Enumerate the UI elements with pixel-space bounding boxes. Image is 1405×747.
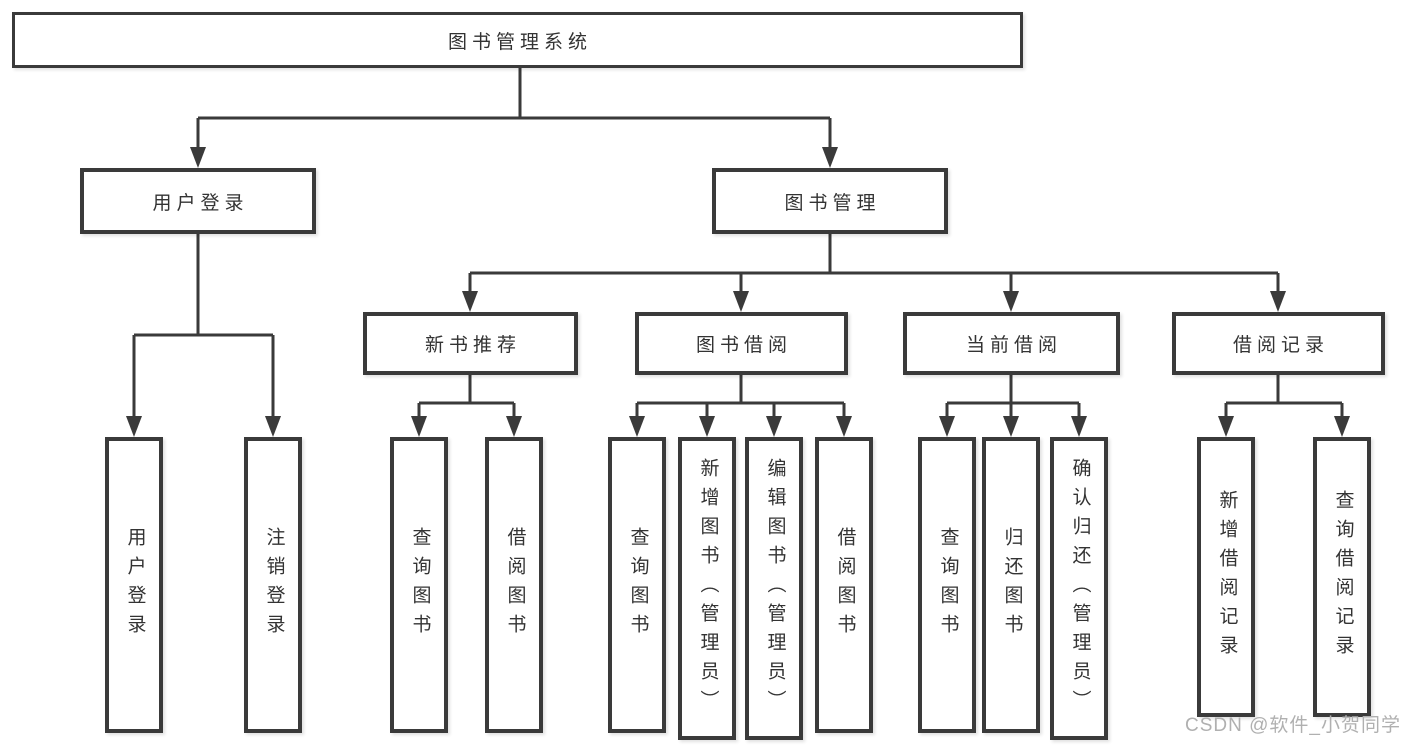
node-leaf-confirm-return-admin: 确认归还（管理员） [1050, 437, 1108, 740]
node-label: 新增图书（管理员） [697, 458, 719, 719]
node-label: 图书管理系统 [447, 31, 592, 53]
connector-book-borrow-to-leaves [629, 375, 852, 437]
node-label: 查询图书 [409, 527, 431, 643]
arrow-down-icon [836, 416, 852, 437]
connector-new-book-recommend-to-leaves [411, 375, 522, 437]
node-label: 用户登录 [152, 192, 249, 214]
node-leaf-borrow-books-recommend: 借阅图书 [485, 437, 543, 733]
node-leaf-return-book: 归还图书 [982, 437, 1040, 733]
node-label: 借阅图书 [834, 527, 856, 643]
node-leaf-add-borrow-record: 新增借阅记录 [1197, 437, 1255, 717]
node-leaf-add-book-admin: 新增图书（管理员） [678, 437, 736, 740]
connector-root-to-level2 [190, 68, 838, 168]
connector-borrow-records-to-leaves [1218, 375, 1350, 437]
node-leaf-query-books-recommend: 查询图书 [390, 437, 448, 733]
node-label: 归还图书 [1001, 527, 1023, 643]
node-leaf-query-borrow-record: 查询借阅记录 [1313, 437, 1371, 717]
node-label: 当前借阅 [965, 335, 1062, 356]
node-leaf-query-books-current: 查询图书 [918, 437, 976, 733]
node-user-login: 用户登录 [80, 168, 316, 234]
arrow-down-icon [126, 416, 142, 437]
arrow-down-icon [1218, 416, 1234, 437]
node-book-management: 图书管理 [712, 168, 948, 234]
node-leaf-borrow-books: 借阅图书 [815, 437, 873, 733]
arrow-down-icon [1003, 291, 1019, 312]
node-borrow-records: 借阅记录 [1172, 312, 1385, 375]
arrow-down-icon [1334, 416, 1350, 437]
node-new-book-recommend: 新书推荐 [363, 312, 578, 375]
arrow-down-icon [822, 147, 838, 168]
node-leaf-user-login: 用户登录 [105, 437, 163, 733]
connector-user-login-to-leaves [126, 234, 281, 437]
arrow-down-icon [506, 416, 522, 437]
arrow-down-icon [462, 291, 478, 312]
node-label: 用户登录 [124, 527, 146, 643]
arrow-down-icon [411, 416, 427, 437]
node-label: 图书管理 [784, 192, 881, 214]
connector-current-borrow-to-leaves [939, 375, 1087, 437]
arrow-down-icon [1270, 291, 1286, 312]
arrow-down-icon [1003, 416, 1019, 437]
node-label: 查询图书 [937, 527, 959, 643]
node-leaf-logout: 注销登录 [244, 437, 302, 733]
node-current-borrow: 当前借阅 [903, 312, 1120, 375]
arrow-down-icon [1071, 416, 1087, 437]
arrow-down-icon [733, 291, 749, 312]
node-leaf-query-books-borrow: 查询图书 [608, 437, 666, 733]
node-library-management-system: 图书管理系统 [12, 12, 1023, 68]
connector-book-management-to-level3 [462, 234, 1286, 312]
node-label: 确认归还（管理员） [1069, 458, 1091, 719]
node-label: 新增借阅记录 [1216, 490, 1238, 664]
arrow-down-icon [629, 416, 645, 437]
node-label: 借阅图书 [504, 527, 526, 643]
csdn-watermark: CSDN @软件_小贺同学 [1185, 715, 1401, 736]
arrow-down-icon [699, 416, 715, 437]
node-label: 借阅记录 [1232, 335, 1329, 356]
arrow-down-icon [939, 416, 955, 437]
arrow-down-icon [265, 416, 281, 437]
arrow-down-icon [766, 416, 782, 437]
node-label: 新书推荐 [424, 335, 521, 356]
node-label: 图书借阅 [695, 335, 792, 356]
node-label: 查询借阅记录 [1332, 490, 1354, 664]
node-label: 查询图书 [627, 527, 649, 643]
node-book-borrow: 图书借阅 [635, 312, 848, 375]
arrow-down-icon [190, 147, 206, 168]
node-leaf-edit-book-admin: 编辑图书（管理员） [745, 437, 803, 740]
node-label: 注销登录 [263, 527, 285, 643]
node-label: 编辑图书（管理员） [764, 458, 786, 719]
